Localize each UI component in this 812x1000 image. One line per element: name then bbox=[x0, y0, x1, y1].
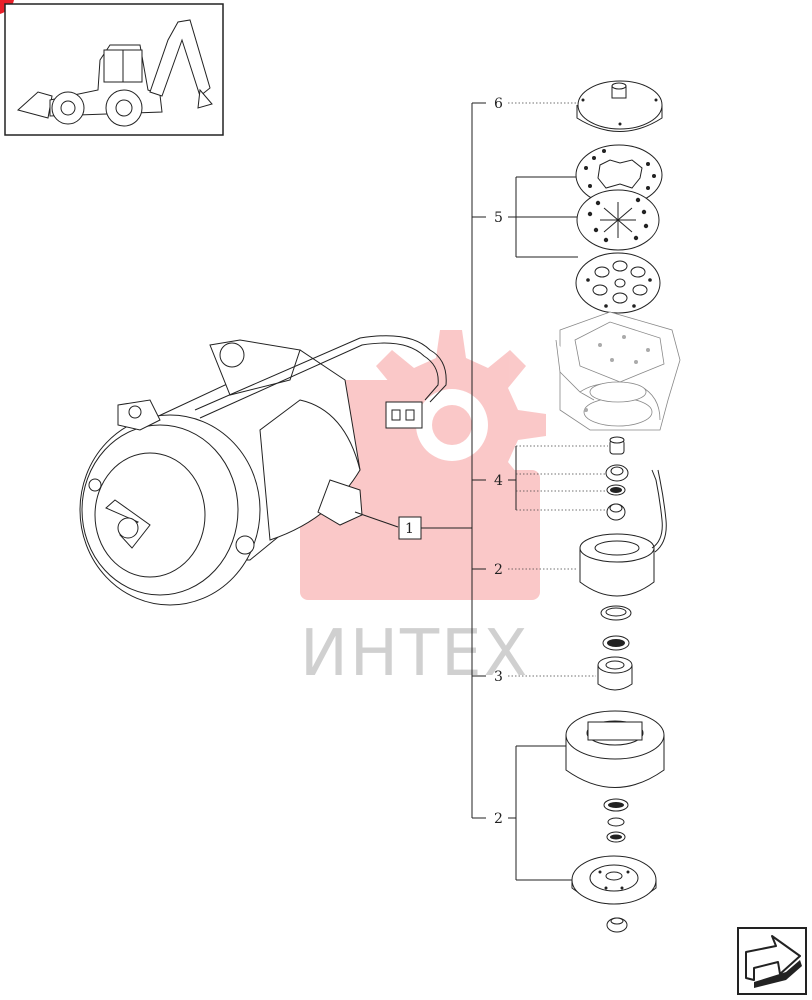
part-valve-plate[interactable] bbox=[576, 189, 660, 251]
callout-3-label: 3 bbox=[494, 669, 503, 685]
callout-6[interactable]: 6 bbox=[472, 96, 576, 112]
callout-2-lower[interactable]: 2 bbox=[472, 745, 572, 881]
callout-5-label: 5 bbox=[494, 210, 503, 226]
callout-2-lower-label: 2 bbox=[494, 811, 503, 827]
callout-2-upper-label: 2 bbox=[494, 562, 503, 578]
watermark-text: ИНТЕХ bbox=[300, 617, 529, 691]
callout-4-label: 4 bbox=[494, 473, 503, 489]
part-cover-plate[interactable] bbox=[576, 80, 663, 132]
part-pulley-seals[interactable] bbox=[603, 798, 629, 843]
part-clutch-hub[interactable] bbox=[571, 855, 657, 905]
part-bearing[interactable] bbox=[597, 635, 633, 691]
part-gasket-lower[interactable] bbox=[575, 252, 661, 314]
callout-2-upper[interactable]: 2 bbox=[472, 562, 578, 578]
part-gasket-upper[interactable] bbox=[575, 144, 663, 206]
callout-4[interactable]: 4 bbox=[472, 445, 608, 511]
compressor-assembly bbox=[79, 335, 447, 606]
arrow-forward-icon[interactable] bbox=[737, 927, 807, 995]
callout-1[interactable]: 1 bbox=[354, 511, 472, 540]
callout-1-label: 1 bbox=[405, 521, 414, 537]
part-shaft-seal-kit[interactable] bbox=[605, 436, 629, 521]
part-pulley[interactable] bbox=[565, 710, 665, 788]
callout-3[interactable]: 3 bbox=[472, 669, 596, 685]
machine-thumbnail[interactable] bbox=[4, 3, 224, 136]
part-nut[interactable] bbox=[606, 917, 628, 933]
callout-6-label: 6 bbox=[494, 96, 503, 112]
backhoe-loader-drawing bbox=[16, 19, 213, 127]
watermark-logo bbox=[280, 330, 546, 600]
ghost-compressor-body bbox=[555, 311, 681, 431]
callout-5[interactable]: 5 bbox=[472, 176, 578, 258]
part-clutch-coil[interactable] bbox=[579, 469, 667, 621]
